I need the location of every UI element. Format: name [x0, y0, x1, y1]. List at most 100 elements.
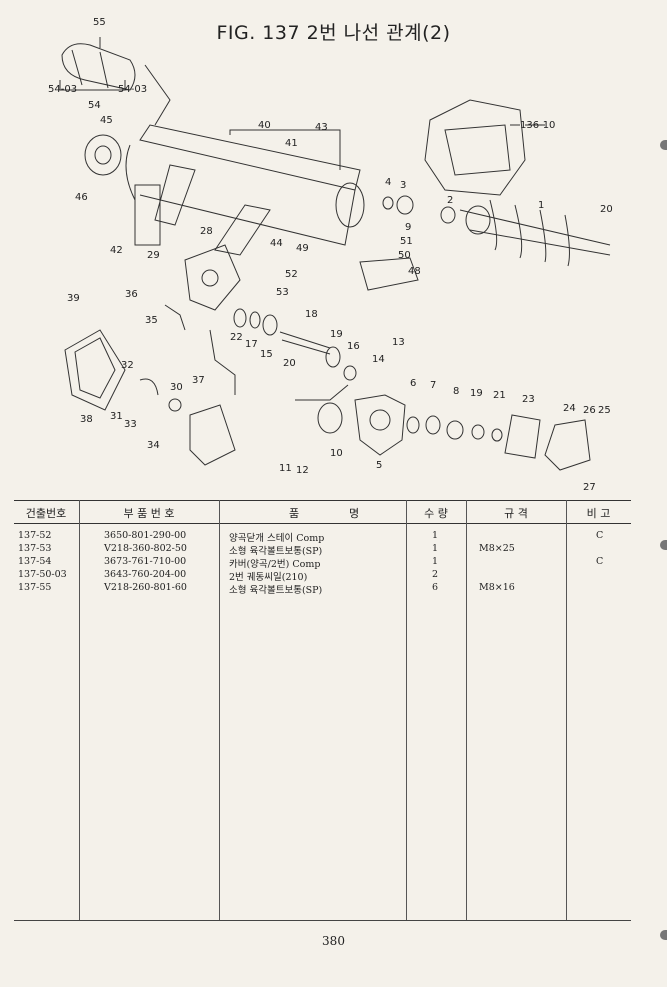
binder-hole [660, 930, 667, 940]
callout-number: 136-10 [520, 120, 555, 131]
callout-number: 53 [276, 287, 289, 298]
parts-table: 건출번호 부 품 번 호 품 명 수 량 규 격 비 고 137-52 3650… [14, 500, 631, 920]
callout-number: 42 [110, 245, 123, 256]
table-row: 137-54 3673-761-710-00 카버(양곡/2번) Comp 1 … [14, 556, 631, 570]
table-header: 건출번호 부 품 번 호 품 명 수 량 규 격 비 고 [14, 500, 631, 524]
callout-number: 9 [405, 222, 411, 233]
callout-number: 10 [330, 448, 343, 459]
cell-ref-no: 137-54 [18, 556, 52, 567]
callout-number: 3 [400, 180, 406, 191]
callout-number: 51 [400, 236, 413, 247]
header-spec: 규 격 [504, 507, 528, 520]
column-divider [406, 500, 407, 920]
callout-number: 32 [121, 360, 134, 371]
header-qty: 수 량 [424, 507, 448, 520]
callout-number: 36 [125, 289, 138, 300]
callout-number: 4 [385, 177, 391, 188]
callout-number: 20 [283, 358, 296, 369]
callout-number: 38 [80, 414, 93, 425]
cell-name: 소형 육각볼트보통(SP) [229, 546, 323, 557]
callout-number: 22 [230, 332, 243, 343]
header-name-a: 품 [288, 507, 300, 520]
table-bottom-rule [14, 920, 631, 921]
callout-number: 20 [600, 204, 613, 215]
cell-name: 카버(양곡/2번) Comp [229, 559, 321, 570]
callout-number: 46 [75, 192, 88, 203]
table-row: 137-55 V218-260-801-60 소형 육각볼트보통(SP) 6 M… [14, 582, 631, 596]
header-part-no: 부 품 번 호 [123, 507, 175, 520]
callout-number: 54-03 [48, 84, 77, 95]
column-divider [566, 500, 567, 920]
exploded-parts-diagram: 55 54-03 54-03 54 45 46 42 40 41 43 136-… [48, 17, 613, 493]
cell-qty: 1 [432, 543, 439, 554]
callout-number: 23 [522, 394, 535, 405]
callout-number: 49 [296, 243, 309, 254]
cell-spec: M8×16 [479, 582, 515, 593]
callout-number: 54 [88, 100, 101, 111]
callout-number: 30 [170, 382, 183, 393]
cell-ref-no: 137-50-03 [18, 569, 67, 580]
callout-number: 11 [279, 463, 292, 474]
cell-name: 2번 궤동씨일(210) [229, 572, 308, 583]
callout-number: 43 [315, 122, 328, 133]
callout-number: 41 [285, 138, 298, 149]
callout-number: 15 [260, 349, 273, 360]
callout-number: 25 [598, 405, 611, 416]
callout-number: 31 [110, 411, 123, 422]
cell-ref-no: 137-52 [18, 530, 52, 541]
callout-number: 8 [453, 386, 459, 397]
page-number: 380 [322, 934, 345, 948]
cell-part-no: 3650-801-290-00 [104, 530, 187, 541]
cell-ref-no: 137-53 [18, 543, 52, 554]
table-row: 137-52 3650-801-290-00 양곡닫개 스테이 Comp 1 C [14, 530, 631, 544]
callout-number: 12 [296, 465, 309, 476]
callout-number: 37 [192, 375, 205, 386]
callout-number: 35 [145, 315, 158, 326]
callout-number: 1 [538, 200, 544, 211]
table-row: 137-53 V218-360-802-50 소형 육각볼트보통(SP) 1 M… [14, 543, 631, 557]
column-divider [219, 500, 220, 920]
callout-number: 52 [285, 269, 298, 280]
callout-number: 13 [392, 337, 405, 348]
callout-number: 55 [93, 17, 106, 28]
callout-number: 50 [398, 250, 411, 261]
cell-name: 양곡닫개 스테이 Comp [229, 533, 325, 544]
callout-labels: 55 54-03 54-03 54 45 46 42 40 41 43 136-… [48, 17, 613, 493]
callout-number: 21 [493, 390, 506, 401]
column-divider [79, 500, 80, 920]
callout-number: 5 [376, 460, 382, 471]
cell-qty: 2 [432, 569, 439, 580]
cell-name: 소형 육각볼트보통(SP) [229, 585, 323, 596]
callout-number: 40 [258, 120, 271, 131]
cell-note: C [596, 556, 604, 567]
callout-number: 33 [124, 419, 137, 430]
callout-number: 48 [408, 266, 421, 277]
callout-number: 18 [305, 309, 318, 320]
cell-part-no: V218-360-802-50 [104, 543, 187, 554]
table-row: 137-50-03 3643-760-204-00 2번 궤동씨일(210) 2 [14, 569, 631, 583]
callout-number: 7 [430, 380, 436, 391]
callout-number: 28 [200, 226, 213, 237]
binder-hole [660, 540, 667, 550]
header-name-b: 명 [348, 507, 360, 520]
cell-ref-no: 137-55 [18, 582, 52, 593]
header-note: 비 고 [586, 507, 611, 520]
callout-number: 14 [372, 354, 385, 365]
cell-qty: 6 [432, 582, 439, 593]
cell-part-no: 3643-760-204-00 [104, 569, 187, 580]
cell-qty: 1 [432, 556, 439, 567]
callout-number: 2 [447, 195, 453, 206]
callout-number: 34 [147, 440, 160, 451]
callout-number: 24 [563, 403, 576, 414]
figure-title: FIG. 137 2번 나선 관계(2) [216, 22, 451, 44]
callout-number: 45 [100, 115, 113, 126]
callout-number: 54-03 [118, 84, 147, 95]
callout-number: 26 [583, 405, 596, 416]
binder-hole [660, 140, 667, 150]
callout-number: 39 [67, 293, 80, 304]
callout-number: 44 [270, 238, 283, 249]
callout-number: 6 [410, 378, 416, 389]
cell-note: C [596, 530, 604, 541]
callout-number: 17 [245, 339, 258, 350]
callout-number: 27 [583, 482, 596, 493]
